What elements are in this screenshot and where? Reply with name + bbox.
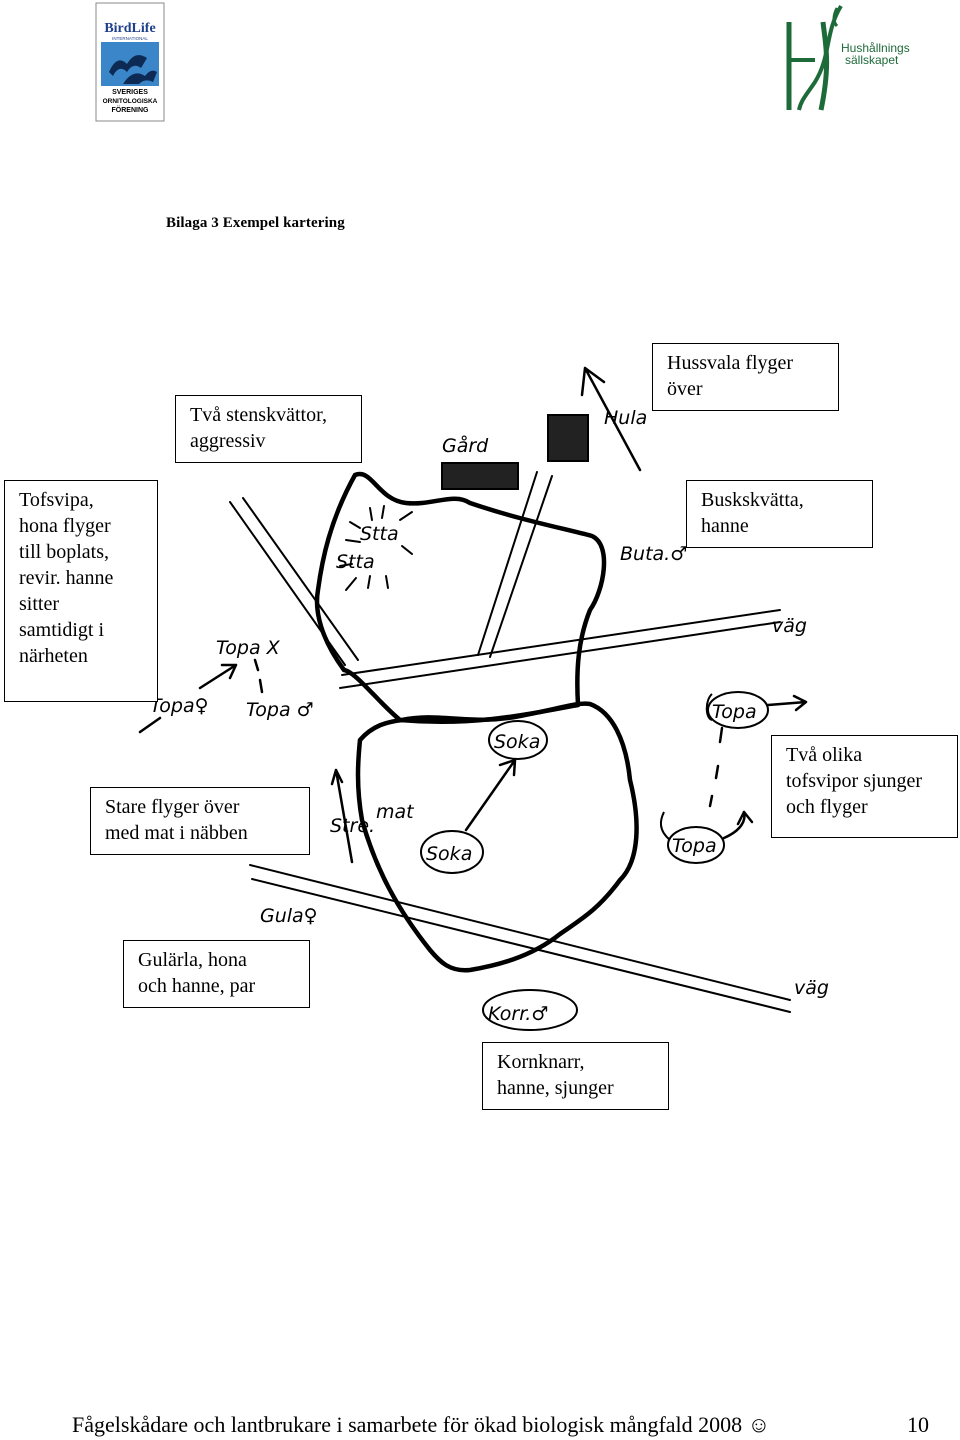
label-korr: Korr.♂ <box>488 1003 548 1025</box>
stenskvatta-rays <box>339 505 413 591</box>
topa-arrow <box>198 663 238 690</box>
field-upper <box>314 471 607 725</box>
road-lower-1 <box>249 864 791 1001</box>
label-stta-1: Stta <box>360 523 399 545</box>
barn-building <box>547 414 589 462</box>
svg-text:ORNITOLOGISKA: ORNITOLOGISKA <box>103 98 158 105</box>
label-soka-1: Soka <box>494 731 540 753</box>
svg-text:BirdLife: BirdLife <box>104 21 155 36</box>
topa-bottom-tail <box>659 811 671 841</box>
caption-gularla: Gulärla, hona och hanne, par <box>123 940 310 1008</box>
label-stre: Stre. <box>330 815 375 837</box>
label-hula: Hula <box>604 407 647 429</box>
soka-arrow <box>464 758 517 832</box>
topa-bottom-arrow <box>722 810 754 840</box>
road-lower-2 <box>251 878 791 1013</box>
label-gula: Gula♀ <box>260 905 318 927</box>
topa-top-arrow <box>766 694 808 712</box>
stare-arrow <box>330 768 354 864</box>
svg-text:SVERIGES: SVERIGES <box>112 89 148 96</box>
field-lower <box>355 701 639 973</box>
topa-bottom-circle <box>667 826 725 864</box>
birdlife-logo: BirdLife INTERNATIONAL SVERIGES ORNITOLO… <box>95 2 165 122</box>
page-heading: Bilaga 3 Exempel kartering <box>166 215 345 231</box>
page-number: 10 <box>907 1412 929 1437</box>
svg-text:sällskapet: sällskapet <box>845 53 899 67</box>
soka-circle-2 <box>420 830 484 874</box>
topa-dashes-right <box>708 726 724 808</box>
hushallningssallskapet-logo: Hushållnings sällskapet <box>786 4 910 111</box>
label-mat: mat <box>376 801 415 823</box>
label-topa-x: Topa X <box>216 637 281 659</box>
korr-circle <box>482 989 578 1031</box>
road-upper-2 <box>339 621 781 689</box>
caption-stenskvattor: Två stenskvättor, aggressiv <box>175 395 362 463</box>
farm-building <box>441 462 519 490</box>
label-topa-top: Topa <box>712 701 757 723</box>
label-stta-2: Stta <box>336 551 375 573</box>
caption-buskskvatta: Buskskvätta, hanne <box>686 480 873 548</box>
label-topa-m: Topa ♂ <box>246 699 314 721</box>
label-soka-2: Soka <box>426 843 472 865</box>
caption-hussvala: Hussvala flyger över <box>652 343 839 411</box>
topa-line <box>138 716 162 734</box>
road-diagonal-inner <box>242 497 359 661</box>
caption-tofsvipa: Tofsvipa, hona flyger till boplats, revi… <box>4 480 158 702</box>
caption-stare: Stare flyger över med mat i näbben <box>90 787 310 855</box>
page-footer: Fågelskådare och lantbrukare i samarbete… <box>72 1412 771 1437</box>
caption-kornknarr: Kornknarr, hanne, sjunger <box>482 1042 669 1110</box>
label-topa-bottom: Topa <box>672 835 717 857</box>
topa-top-tail <box>705 693 713 721</box>
label-vag-1: väg <box>772 615 807 637</box>
svg-text:Hushållnings: Hushållnings <box>841 41 910 55</box>
svg-text:INTERNATIONAL: INTERNATIONAL <box>112 36 148 41</box>
label-gard: Gård <box>442 434 489 457</box>
road-upper-1 <box>341 609 781 676</box>
label-topa-f: Topa♀ <box>150 695 209 717</box>
topa-top-circle <box>707 691 769 729</box>
road-vertical-2 <box>489 475 553 658</box>
topa-dashes <box>253 658 264 694</box>
soka-circle-1 <box>488 720 548 760</box>
hula-arrow <box>580 366 642 472</box>
label-vag-2: väg <box>794 977 829 999</box>
caption-tva-olika: Två olika tofsvipor sjunger och flyger <box>771 735 958 838</box>
label-buta: Buta.♂ <box>620 543 687 565</box>
svg-text:FÖRENING: FÖRENING <box>112 105 150 114</box>
road-vertical-1 <box>477 471 538 656</box>
